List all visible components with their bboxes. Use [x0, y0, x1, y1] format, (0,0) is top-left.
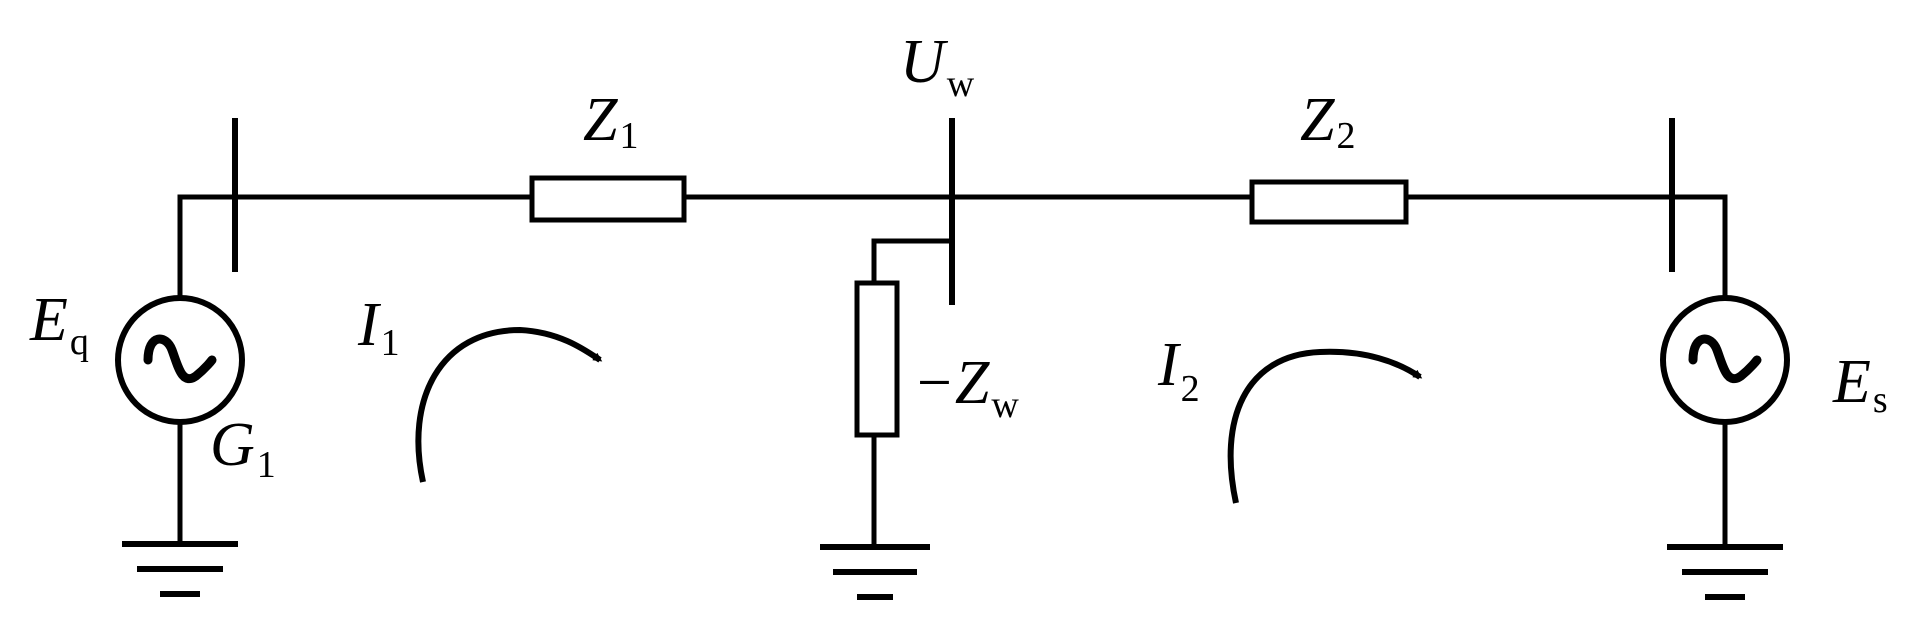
ground-icon-right	[1667, 544, 1783, 600]
label-uw: Uw	[900, 28, 975, 105]
label-z2: Z2	[1300, 86, 1355, 157]
label-zw: −Zw	[913, 349, 1019, 426]
source-es	[1660, 295, 1790, 425]
label-g1: G1	[210, 411, 276, 486]
shunt-wire	[871, 238, 955, 286]
current-arrow-i2	[1227, 348, 1423, 504]
right-feeder-wire	[1669, 194, 1728, 301]
label-i2: I2	[1157, 331, 1200, 410]
sine-icon	[1688, 334, 1762, 383]
impedance-zw	[854, 280, 900, 438]
label-z1: Z1	[583, 86, 638, 157]
sine-icon	[143, 334, 217, 383]
ground-icon-middle	[820, 544, 930, 600]
label-eq: Eq	[29, 286, 89, 363]
label-es: Es	[1832, 348, 1888, 421]
ground-icon-left	[122, 541, 238, 597]
left-feeder-wire	[177, 194, 236, 301]
impedance-z1	[529, 175, 687, 223]
impedance-z2	[1249, 179, 1409, 225]
current-arrow-i1	[415, 326, 603, 483]
generator-g1	[115, 295, 245, 425]
label-i1: I1	[357, 291, 400, 364]
